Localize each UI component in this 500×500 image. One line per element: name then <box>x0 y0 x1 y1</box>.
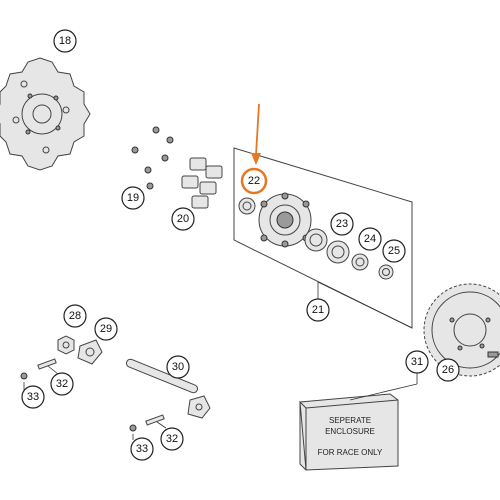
callout-19: 19 <box>121 186 145 210</box>
chain-adjuster-29 <box>77 339 103 365</box>
svg-text:32: 32 <box>56 378 68 390</box>
svg-text:19: 19 <box>127 192 139 204</box>
bolt-32b <box>145 414 165 426</box>
bolt-32a <box>37 358 57 370</box>
separate-enclosure-box: SEPERATE ENCLOSURE FOR RACE ONLY <box>299 393 399 471</box>
bolt-33b <box>129 424 137 432</box>
svg-text:33: 33 <box>27 391 39 403</box>
nut-28 <box>57 335 75 355</box>
svg-text:18: 18 <box>59 35 71 47</box>
brake-disc <box>0 57 91 171</box>
callout-24: 24 <box>358 227 382 251</box>
svg-text:24: 24 <box>364 233 376 245</box>
enclosure-line-3: FOR RACE ONLY <box>318 448 383 457</box>
callout-25: 25 <box>382 239 406 263</box>
ring-25 <box>378 264 394 280</box>
callout-18: 18 <box>53 29 77 53</box>
disc-screws <box>131 126 174 190</box>
svg-text:32: 32 <box>166 433 178 445</box>
svg-text:20: 20 <box>177 213 189 225</box>
bolt-33a <box>20 372 28 380</box>
seal-ring <box>238 197 256 215</box>
enclosure-line-2: ENCLOSURE <box>325 427 375 436</box>
callout-32-bottom: 32 <box>160 427 184 451</box>
svg-text:28: 28 <box>69 310 81 322</box>
highlight-arrow <box>251 103 261 165</box>
leader-lines <box>23 281 418 440</box>
svg-text:25: 25 <box>388 245 400 257</box>
callout-33-bottom: 33 <box>130 437 154 461</box>
callout-29: 29 <box>94 317 118 341</box>
svg-text:31: 31 <box>411 356 423 368</box>
callout-32-left: 32 <box>50 372 74 396</box>
enclosure-line-1: SEPERATE <box>329 416 371 425</box>
svg-text:33: 33 <box>136 443 148 455</box>
svg-text:29: 29 <box>100 323 112 335</box>
callout-22-highlighted: 22 <box>240 167 268 195</box>
callout-28: 28 <box>63 304 87 328</box>
callout-30: 30 <box>166 355 190 379</box>
svg-text:26: 26 <box>442 364 454 376</box>
callout-20: 20 <box>171 207 195 231</box>
callout-31: 31 <box>405 350 429 374</box>
bearing-23b <box>326 240 350 264</box>
bearing-23 <box>304 228 328 252</box>
svg-text:23: 23 <box>336 218 348 230</box>
sprocket-carrier <box>258 192 312 248</box>
svg-text:21: 21 <box>312 304 324 316</box>
rear-sprocket <box>423 283 500 377</box>
svg-text:22: 22 <box>248 175 260 187</box>
callout-21: 21 <box>306 298 330 322</box>
sprocket-bolt <box>487 351 499 358</box>
damper-rubbers <box>181 157 223 209</box>
callout-23: 23 <box>330 212 354 236</box>
callout-26: 26 <box>436 358 460 382</box>
spacer-24 <box>351 253 369 271</box>
wheel-axle <box>125 358 211 419</box>
svg-text:30: 30 <box>172 361 184 373</box>
callout-33-left: 33 <box>21 385 45 409</box>
